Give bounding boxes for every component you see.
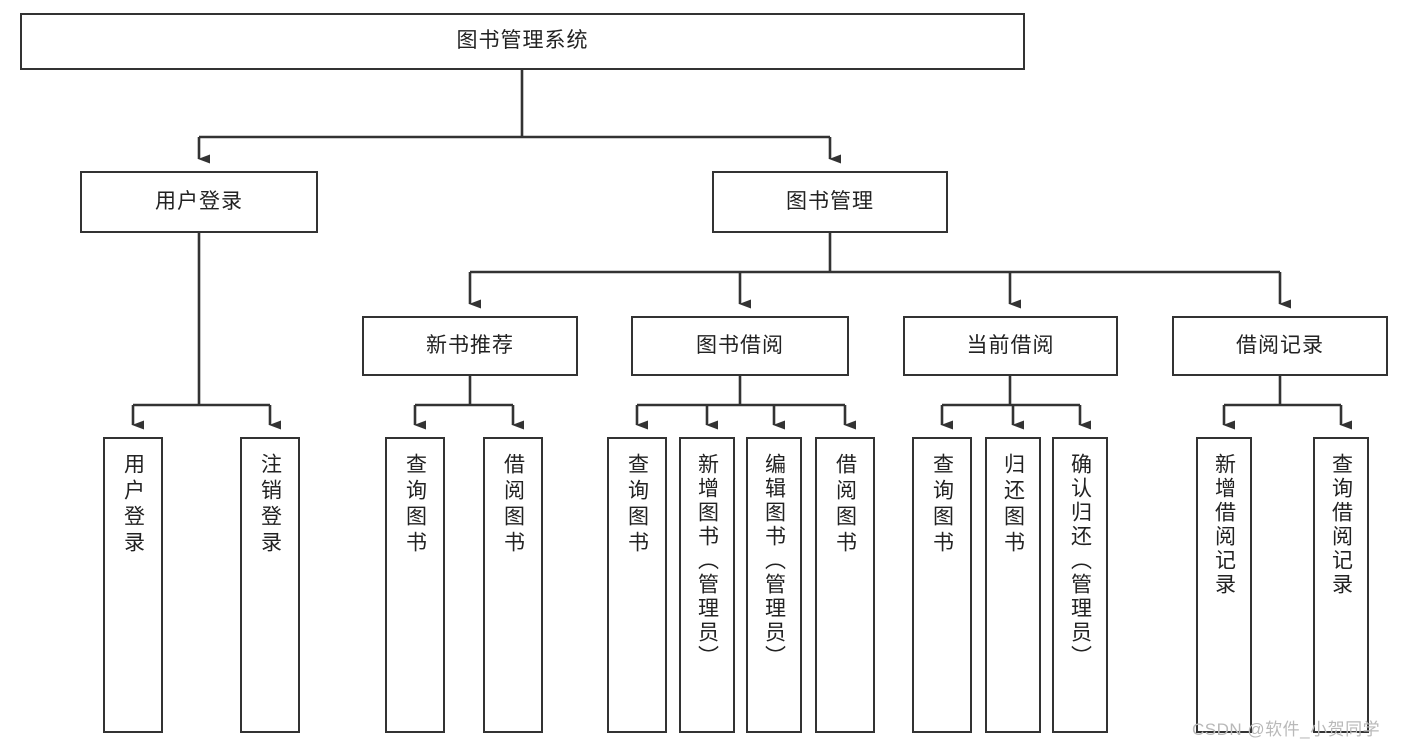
node-user-login[interactable]: 用户登录 — [80, 171, 318, 233]
node-label: 当前借阅 — [966, 333, 1055, 357]
node-borrow-record[interactable]: 借阅记录 — [1172, 316, 1388, 376]
leaf-add-borrow-record[interactable]: 新增借阅记录 — [1196, 437, 1252, 733]
node-label: 查询图书 — [403, 453, 427, 557]
node-label: 借阅图书 — [833, 453, 857, 557]
node-label: 查询图书 — [625, 453, 649, 557]
node-label: 用户登录 — [121, 453, 145, 557]
leaf-query-book-borrow[interactable]: 查询图书 — [607, 437, 667, 733]
node-label: 新增图书（管理员） — [695, 453, 719, 669]
leaf-add-book-admin[interactable]: 新增图书（管理员） — [679, 437, 735, 733]
leaf-query-book-recommend[interactable]: 查询图书 — [385, 437, 445, 733]
node-label: 图书借阅 — [696, 333, 784, 357]
node-book-management[interactable]: 图书管理 — [712, 171, 948, 233]
node-label: 注销登录 — [258, 453, 282, 557]
leaf-logout[interactable]: 注销登录 — [240, 437, 300, 733]
node-current-borrow[interactable]: 当前借阅 — [903, 316, 1118, 376]
node-label: 归还图书 — [1001, 453, 1025, 557]
node-label: 新增借阅记录 — [1212, 453, 1236, 597]
leaf-confirm-return-admin[interactable]: 确认归还（管理员） — [1052, 437, 1108, 733]
leaf-edit-book-admin[interactable]: 编辑图书（管理员） — [746, 437, 802, 733]
node-label: 借阅图书 — [501, 453, 525, 557]
node-book-borrow[interactable]: 图书借阅 — [631, 316, 849, 376]
node-new-book-recommend[interactable]: 新书推荐 — [362, 316, 578, 376]
node-label: 用户登录 — [155, 189, 243, 213]
node-label: 查询图书 — [930, 453, 954, 557]
leaf-borrow-book-recommend[interactable]: 借阅图书 — [483, 437, 543, 733]
watermark-text: CSDN @软件_小贺同学 — [1192, 720, 1381, 739]
node-label: 查询借阅记录 — [1329, 453, 1353, 597]
leaf-borrow-book[interactable]: 借阅图书 — [815, 437, 875, 733]
node-label: 新书推荐 — [426, 333, 514, 357]
leaf-user-login[interactable]: 用户登录 — [103, 437, 163, 733]
node-label: 图书管理系统 — [456, 29, 589, 53]
leaf-return-book[interactable]: 归还图书 — [985, 437, 1041, 733]
node-label: 确认归还（管理员） — [1068, 453, 1092, 669]
leaf-query-book-current[interactable]: 查询图书 — [912, 437, 972, 733]
node-root-system[interactable]: 图书管理系统 — [20, 13, 1025, 70]
node-label: 借阅记录 — [1236, 333, 1324, 357]
node-label: 编辑图书（管理员） — [762, 453, 786, 669]
leaf-query-borrow-record[interactable]: 查询借阅记录 — [1313, 437, 1369, 733]
node-label: 图书管理 — [786, 189, 874, 213]
